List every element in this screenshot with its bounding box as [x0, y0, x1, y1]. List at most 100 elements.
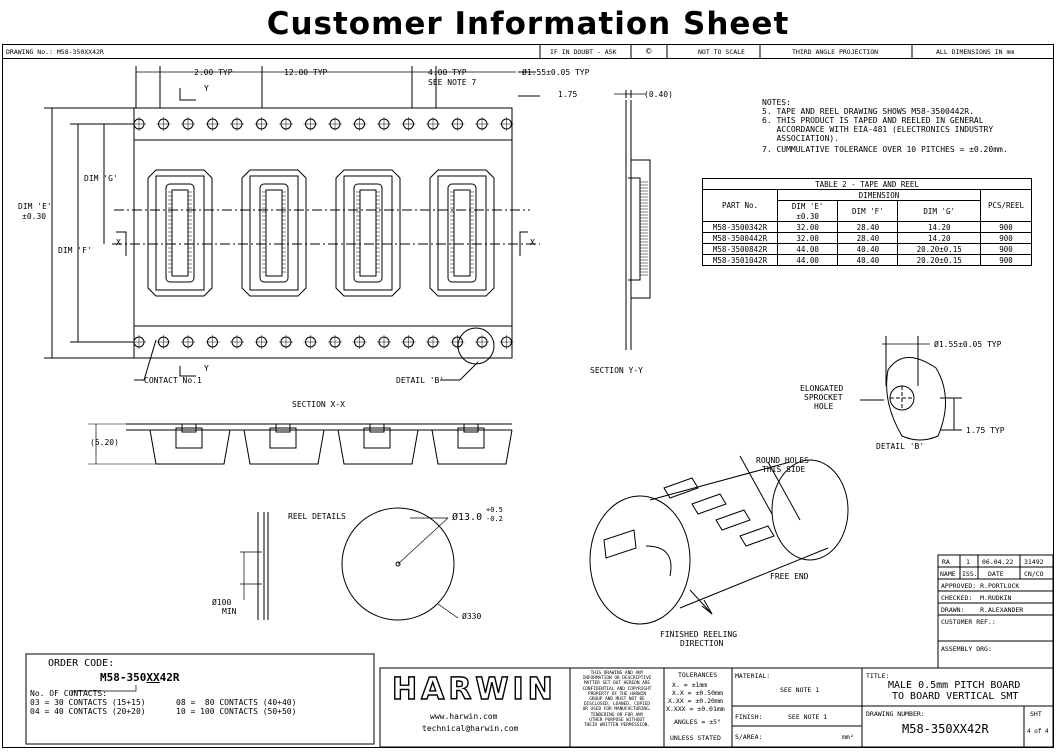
- table-cell-g: 20.20±0.15: [897, 243, 981, 255]
- dim-e-label: DIM 'E': [18, 202, 52, 211]
- col-dim-e: DIM 'E': [776, 200, 839, 211]
- table-cell-g: 14.20: [897, 221, 981, 233]
- drawing-number-value: M58-350XX42R: [902, 722, 989, 736]
- rev-header-date: DATE: [988, 570, 1004, 578]
- disclaimer-line: INFORMATION OR DESCRIPTIVE: [582, 676, 652, 682]
- col-dim-f: DIM 'F': [837, 200, 899, 222]
- reel-front-view: [341, 507, 459, 621]
- hub-tol-minus: -0.2: [486, 515, 503, 523]
- drawing-number-header: DRAWING No.: M58-350XX42R: [6, 48, 104, 56]
- reel-pocket: [663, 477, 699, 499]
- rev-header-iss: ISS.: [962, 570, 978, 578]
- unless-stated: UNLESS STATED: [670, 734, 721, 742]
- section-pocket: [337, 423, 419, 465]
- table-cell-pcs: 900: [980, 221, 1032, 233]
- rev-cnco: 31492: [1024, 558, 1044, 566]
- contacts-option-100: 10 = 100 CONTACTS (50+50): [176, 707, 297, 716]
- reel-dia-330: Ø330: [462, 612, 482, 621]
- drawing-number-label: DRAWING NUMBER:: [866, 710, 925, 718]
- harwin-logo: HARWIN: [391, 671, 557, 707]
- pitch-2-label: 2.00 TYP: [194, 68, 233, 77]
- connector-pocket: [241, 169, 307, 297]
- dim-g-label: DIM 'G': [84, 174, 118, 183]
- connector-pocket: [147, 169, 213, 297]
- connector-pocket: [335, 169, 401, 297]
- section-yy-profile: [614, 90, 651, 350]
- table-cell-e: 44.00: [776, 254, 839, 266]
- elongated-label-3: HOLE: [814, 402, 834, 411]
- material-value: SEE NOTE 1: [780, 686, 820, 694]
- detail-b-drawing: [860, 336, 962, 441]
- surface-area-unit: mm²: [842, 733, 854, 741]
- dimensions-unit-label: ALL DIMENSIONS IN mm: [936, 48, 1015, 56]
- if-in-doubt-label: IF IN DOUBT - ASK: [550, 48, 617, 56]
- table-cell-e: 44.00: [776, 243, 839, 255]
- finished-reeling-label: FINISHED REELING: [660, 630, 738, 639]
- title-label: TITLE:: [866, 672, 890, 680]
- sheet-label: SHT: [1030, 710, 1042, 718]
- reel-min: MIN: [222, 607, 237, 616]
- col-part-no: PART No.: [702, 189, 778, 222]
- table-cell-part: M58-3500342R: [702, 221, 778, 233]
- not-to-scale-label: NOT TO SCALE: [698, 48, 745, 56]
- finish-value: SEE NOTE 1: [788, 713, 828, 721]
- reel-pocket: [691, 493, 727, 515]
- note-7: 7. CUMMULATIVE TOLERANCE OVER 10 PITCHES…: [762, 145, 1008, 154]
- dim-e-tolerance: ±0.30: [22, 212, 47, 221]
- contacts-option-40: 04 = 40 CONTACTS (20+20): [30, 707, 146, 716]
- detail-b-label: DETAIL 'B': [876, 442, 925, 451]
- table-cell-g: 14.20: [897, 232, 981, 244]
- finish-label: FINISH:: [735, 713, 763, 721]
- disclaimer-line: OTHER PURPOSE WITHOUT: [589, 717, 645, 723]
- sprocket-holes-top: [132, 117, 514, 131]
- see-note-7-label: SEE NOTE 7: [428, 78, 477, 87]
- reel-details-label: REEL DETAILS: [288, 512, 346, 521]
- disclaimer-line: TENDERING OR FOR ANY: [590, 712, 644, 718]
- table-cell-pcs: 900: [980, 254, 1032, 266]
- table-cell-pcs: 900: [980, 243, 1032, 255]
- reel-dia-100: Ø100: [212, 598, 232, 607]
- reel-side-view: [240, 512, 269, 620]
- disclaimer-line: CONFIDENTIAL AND COPYRIGHT: [582, 686, 652, 692]
- drawn-by: DRAWN: R.ALEXANDER: [941, 606, 1024, 614]
- direction-label: DIRECTION: [680, 639, 724, 648]
- contacts-label: No. OF CONTACTS:: [30, 689, 108, 698]
- table-cell-e: 32.00: [776, 232, 839, 244]
- connector-pocket: [429, 169, 495, 297]
- email-link[interactable]: technical@harwin.com: [422, 724, 519, 733]
- rev-header-cnco: CN/CO: [1024, 570, 1044, 578]
- pitch-12-label: 12.00 TYP: [284, 68, 328, 77]
- section-xx-profile: [88, 423, 513, 465]
- section-y-bottom-label: Y: [204, 364, 209, 373]
- website-link[interactable]: www.harwin.com: [430, 712, 498, 721]
- carrier-tape-top-view: [112, 107, 540, 359]
- round-holes-label-2: THIS SIDE: [762, 465, 806, 474]
- disclaimer-line: MATTER SET OUT HEREON ARE: [583, 681, 651, 687]
- contact-no1-label: CONTACT No.1: [144, 376, 202, 385]
- col-dim-e-tol: ±0.30: [776, 211, 839, 222]
- rev-iss: 1: [966, 558, 970, 566]
- tolerances-heading: TOLERANCES: [678, 671, 718, 679]
- hub-diameter-label: Ø13.0: [452, 512, 483, 523]
- section-pocket: [243, 423, 325, 465]
- edge-distance-label: 1.75: [558, 90, 578, 99]
- table-cell-g: 20.20±0.15: [897, 254, 981, 266]
- note-6-cont: ACCORDANCE WITH EIA-481 (ELECTRONICS IND…: [762, 125, 994, 134]
- section-x-right-label: X: [530, 238, 535, 247]
- surface-area-label: S/AREA:: [735, 733, 763, 741]
- tol-line-2: X.XX = ±0.20mm: [668, 697, 723, 705]
- material-label: MATERIAL:: [735, 672, 771, 680]
- dim-f-label: DIM 'F': [58, 246, 92, 255]
- depth-label: (5.20): [90, 438, 119, 447]
- disclaimer-line: OR USED FOR MANUFACTURING,: [582, 707, 652, 713]
- tol-line-1: X.X = ±0.50mm: [672, 689, 723, 697]
- rev-name: RA: [942, 558, 950, 566]
- note-6: 6. THIS PRODUCT IS TAPED AND REELED IN G…: [762, 116, 984, 125]
- tape-pockets: [147, 169, 495, 297]
- table-title: TABLE 2 - TAPE AND REEL: [702, 178, 1032, 190]
- table-cell-f: 28.40: [837, 232, 899, 244]
- tol-line-3: X.XXX = ±0.01mm: [666, 705, 725, 713]
